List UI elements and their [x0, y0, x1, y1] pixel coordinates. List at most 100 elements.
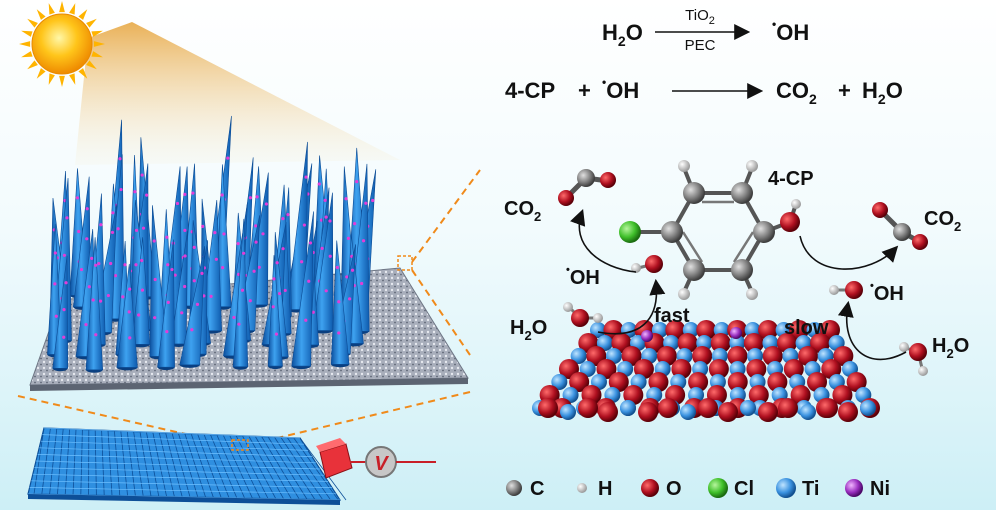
- legend-swatch-ni: [845, 479, 863, 497]
- atom-o: [746, 359, 767, 379]
- ni-dot: [128, 336, 132, 340]
- ni-dot: [355, 180, 359, 184]
- atom-ti: [680, 404, 696, 420]
- eq2-plus1: +: [578, 78, 591, 103]
- ni-dot: [335, 265, 339, 270]
- ni-dot: [145, 193, 149, 197]
- svg-text:H2O: H2O: [932, 335, 969, 361]
- legend-swatch-o: [641, 479, 659, 497]
- atom-o: [710, 333, 731, 353]
- co2-molecule-right: [872, 202, 928, 250]
- arrow-oh-to-co2-right: [799, 235, 899, 270]
- zoom-line-upper: [411, 169, 481, 263]
- ni-dot: [65, 216, 69, 220]
- sun-ray: [86, 18, 97, 28]
- nanospike: [116, 263, 138, 368]
- atom-o: [789, 320, 810, 340]
- ni-dot: [350, 268, 355, 272]
- svg-text:H2O: H2O: [862, 78, 903, 107]
- atom-o: [658, 398, 678, 418]
- legend-label-o: O: [666, 478, 682, 500]
- ni-dot: [237, 322, 241, 326]
- atom-o: [832, 385, 853, 405]
- ni-dot: [62, 307, 66, 312]
- nanospike: [312, 192, 334, 331]
- sun-ray: [59, 1, 65, 13]
- ni-dot: [64, 281, 68, 285]
- ni-dot: [90, 256, 94, 260]
- atom-ti: [740, 400, 756, 416]
- ni-dot: [183, 192, 187, 196]
- ni-dot: [153, 316, 157, 320]
- oh-left-label: OH: [570, 267, 600, 289]
- ni-dot: [371, 198, 375, 203]
- ni-dot: [94, 263, 98, 267]
- ni-dot: [254, 240, 258, 244]
- atom-o: [762, 346, 783, 366]
- ni-dot: [360, 281, 364, 286]
- ni-dot: [62, 335, 66, 339]
- eq1-catalyst-bottom: PEC: [685, 37, 716, 54]
- mesh-wire: [29, 487, 337, 495]
- ni-dot: [53, 282, 57, 286]
- light-beam: [75, 22, 400, 165]
- zoom-line-mesh-right: [251, 391, 471, 445]
- eq1-reactant-sub: 2: [618, 33, 626, 49]
- atom-o: [748, 385, 769, 405]
- eq1-reactant: H: [602, 20, 618, 45]
- ni-dot: [254, 224, 258, 228]
- ni-dot: [62, 253, 67, 257]
- ni-dot: [98, 299, 103, 303]
- ni-dot: [221, 265, 225, 270]
- oh-left-dot: •: [566, 264, 570, 276]
- ni-dot: [153, 277, 157, 282]
- eq1-product: OH: [776, 20, 809, 45]
- atom-ti: [570, 348, 587, 364]
- nanospike: [267, 255, 283, 367]
- water-molecule-right: [899, 342, 928, 376]
- sun-disc: [31, 13, 93, 75]
- ni-dot: [337, 331, 341, 335]
- mesh-wire: [43, 427, 301, 439]
- ni-dot: [261, 232, 265, 236]
- co2-right-label: CO: [924, 208, 954, 230]
- ni-dot: [346, 236, 351, 240]
- svg-text:H2O: H2O: [510, 317, 547, 343]
- ni-dot: [277, 291, 282, 296]
- mesh-wire: [40, 440, 309, 451]
- nanospike: [232, 218, 249, 367]
- ni-dot: [183, 254, 187, 258]
- ni-dot: [324, 289, 328, 293]
- svg-text:•OH: •OH: [602, 75, 639, 103]
- ni-dot: [320, 246, 324, 251]
- nanospike: [170, 230, 188, 345]
- atom-o: [692, 346, 713, 366]
- ni-dot: [324, 215, 328, 219]
- ni-dot: [248, 299, 252, 303]
- ni-dot: [123, 263, 127, 267]
- ni-dot: [170, 267, 174, 272]
- arrow-water-to-oh-right: [837, 300, 907, 361]
- ni-dot: [54, 314, 58, 318]
- ni-dot: [165, 330, 169, 334]
- atom-o: [790, 385, 811, 405]
- ni-dot: [361, 239, 366, 243]
- ni-dot: [134, 263, 138, 267]
- ni-dot: [222, 232, 226, 236]
- legend-swatch-ti: [776, 478, 796, 498]
- fast-label: fast: [654, 305, 690, 327]
- svg-text:•OH: •OH: [566, 264, 600, 289]
- ni-dot: [195, 302, 200, 307]
- eq2-product2: H: [862, 78, 878, 103]
- sun-ray: [36, 68, 46, 79]
- svg-text:CO2: CO2: [504, 198, 541, 224]
- atom-ti: [860, 400, 876, 416]
- atom-o: [758, 320, 779, 340]
- mesh-wire: [35, 460, 321, 470]
- ni-dot: [134, 228, 139, 232]
- h2o-right-label: H: [932, 335, 946, 357]
- mesh-wire: [39, 447, 313, 457]
- atom-o: [807, 372, 828, 392]
- sun-ray: [36, 9, 46, 20]
